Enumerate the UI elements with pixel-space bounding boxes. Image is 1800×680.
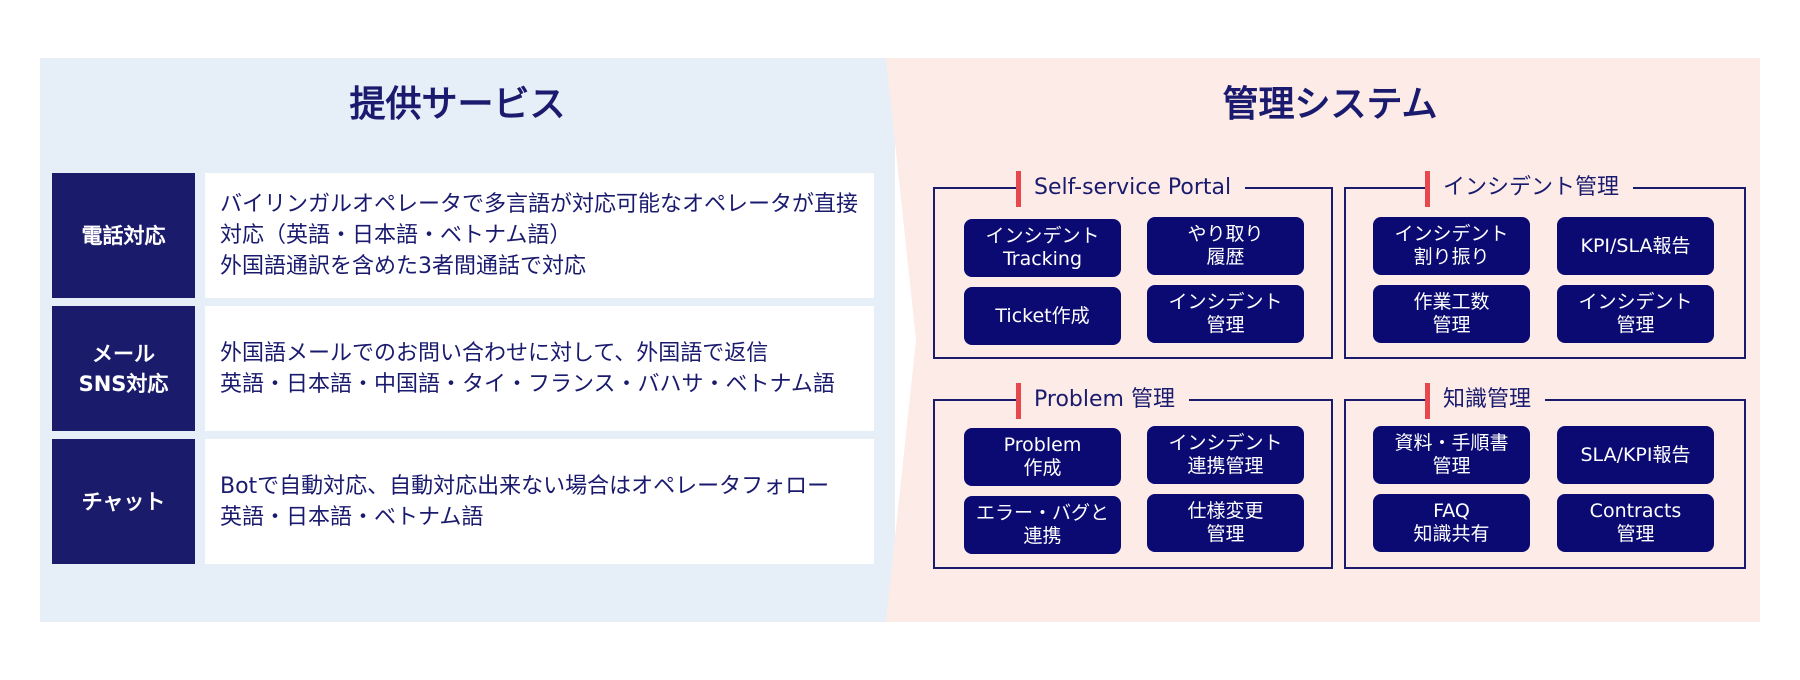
service-row-chat: チャット Botで自動対応、自動対応出来ない場合はオペレータフォロー 英語・日本…	[52, 439, 874, 564]
group-title: Problem 管理	[1016, 383, 1189, 419]
service-label: チャット	[52, 439, 195, 564]
systems-heading: 管理システム	[1222, 84, 1438, 125]
tile-ticket-create: Ticket作成	[964, 287, 1121, 345]
tile-interaction-history: やり取り 履歴	[1147, 217, 1304, 275]
description-line: 英語・日本語・ベトナム語	[220, 504, 484, 530]
service-label: メール SNS対応	[52, 306, 195, 431]
tile-incident-tracking: インシデント Tracking	[964, 219, 1121, 277]
tile-documents-procedures: 資料・手順書 管理	[1373, 426, 1530, 484]
tile-kpi-sla-report: KPI/SLA報告	[1557, 217, 1714, 275]
description-line: 対応（英語・日本語・ベトナム語）	[220, 223, 572, 248]
service-description: Botで自動対応、自動対応出来ない場合はオペレータフォロー 英語・日本語・ベトナ…	[205, 439, 874, 564]
group-title-text: Self-service Portal	[1034, 175, 1232, 200]
tile-error-bug-link: エラー・バグと 連携	[964, 496, 1121, 554]
tile-sla-kpi-report: SLA/KPI報告	[1557, 426, 1714, 484]
title-accent-bar	[1425, 171, 1430, 207]
service-row-phone: 電話対応 バイリンガルオペレータで多言語が対応可能なオペレータが直接 対応（英語…	[52, 173, 874, 298]
tile-incident-link-management: インシデント 連携管理	[1147, 426, 1304, 484]
service-label: 電話対応	[52, 173, 195, 298]
group-title: インシデント管理	[1425, 171, 1634, 207]
tile-faq-knowledge-sharing: FAQ 知識共有	[1373, 494, 1530, 552]
service-row-mail-sns: メール SNS対応 外国語メールでのお問い合わせに対して、外国語で返信 英語・日…	[52, 306, 874, 431]
service-description: 外国語メールでのお問い合わせに対して、外国語で返信 英語・日本語・中国語・タイ・…	[205, 306, 874, 431]
group-knowledge-management: 知識管理 資料・手順書 管理 SLA/KPI報告 FAQ 知識共有 Contra…	[1344, 383, 1746, 569]
tile-incident-assignment: インシデント 割り振り	[1373, 217, 1530, 275]
services-heading: 提供サービス	[349, 84, 566, 125]
group-title-text: Problem 管理	[1034, 387, 1175, 412]
title-accent-bar	[1425, 383, 1430, 419]
tile-contracts-management: Contracts 管理	[1557, 494, 1714, 552]
tile-work-hours-management: 作業工数 管理	[1373, 285, 1530, 343]
group-title: Self-service Portal	[1016, 171, 1246, 207]
description-line: 外国語通訳を含めた3者間通話で対応	[220, 254, 586, 279]
group-incident-management: インシデント管理 インシデント 割り振り KPI/SLA報告 作業工数 管理 イ…	[1344, 171, 1746, 359]
description-line: 英語・日本語・中国語・タイ・フランス・バハサ・ベトナム語	[220, 371, 835, 397]
group-self-service-portal: Self-service Portal インシデント Tracking やり取り…	[933, 171, 1333, 359]
title-accent-bar	[1016, 171, 1021, 207]
group-title: 知識管理	[1425, 383, 1546, 419]
tile-incident-management: インシデント 管理	[1557, 285, 1714, 343]
description-line: バイリンガルオペレータで多言語が対応可能なオペレータが直接	[220, 192, 859, 217]
description-line: 外国語メールでのお問い合わせに対して、外国語で返信	[220, 340, 769, 366]
group-problem-management: Problem 管理 Problem 作成 インシデント 連携管理 エラー・バグ…	[933, 383, 1333, 569]
tile-incident-management: インシデント 管理	[1147, 285, 1304, 343]
tile-spec-change-management: 仕様変更 管理	[1147, 494, 1304, 552]
group-title-text: インシデント管理	[1443, 175, 1620, 200]
title-accent-bar	[1016, 383, 1021, 419]
group-title-text: 知識管理	[1443, 387, 1532, 412]
service-description: バイリンガルオペレータで多言語が対応可能なオペレータが直接 対応（英語・日本語・…	[205, 173, 874, 298]
description-line: Botで自動対応、自動対応出来ない場合はオペレータフォロー	[220, 473, 830, 499]
tile-problem-create: Problem 作成	[964, 428, 1121, 486]
